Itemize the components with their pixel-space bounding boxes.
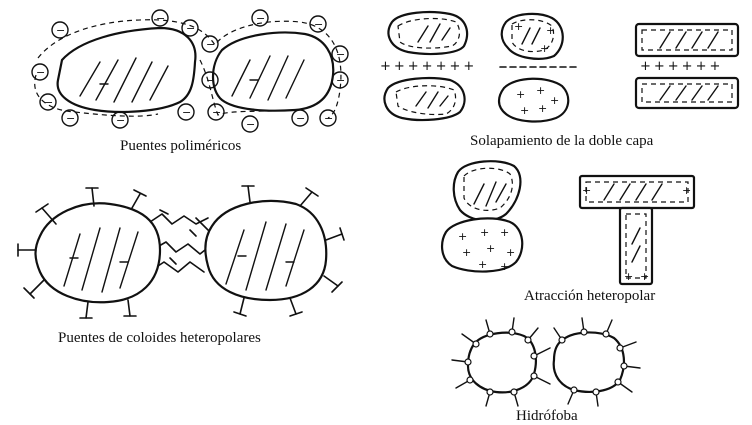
svg-text:−: −: [256, 12, 265, 25]
heteropolar-colloid-bridges-panel: Puentes de coloides heteropolares: [18, 186, 344, 346]
svg-text:−: −: [336, 74, 345, 87]
svg-text:−: −: [66, 112, 75, 125]
plate-charge-row: ++++++: [640, 59, 723, 74]
svg-text:+: +: [458, 230, 467, 243]
svg-text:+: +: [582, 184, 591, 197]
svg-text:−: −: [296, 112, 305, 125]
svg-text:+: +: [682, 184, 691, 197]
svg-text:+: +: [516, 88, 525, 101]
svg-text:−: −: [36, 66, 45, 79]
svg-text:−: −: [156, 12, 165, 25]
svg-text:−: −: [56, 24, 65, 37]
svg-text:−: −: [116, 114, 125, 127]
svg-text:+: +: [500, 226, 509, 239]
svg-text:−: −: [186, 22, 195, 35]
polymer-bridges-panel: − − − − − − − − − − − − − − − − − − Puen…: [32, 10, 348, 154]
svg-text:−: −: [182, 106, 191, 119]
polymer-bridges-caption: Puentes poliméricos: [120, 138, 241, 154]
particle: [205, 201, 326, 300]
svg-text:+: +: [462, 246, 471, 259]
heteropolar-attraction-caption: Atracción heteropolar: [524, 288, 655, 304]
svg-text:−: −: [206, 74, 215, 87]
svg-text:+: +: [640, 270, 649, 283]
plate-particle: [636, 24, 738, 56]
svg-text:+: +: [500, 260, 509, 273]
svg-text:+: +: [550, 94, 559, 107]
svg-text:+: +: [486, 242, 495, 255]
plate-particle: [636, 78, 738, 108]
svg-text:+: +: [624, 270, 633, 283]
particle: [58, 28, 196, 112]
svg-text:+: +: [520, 104, 529, 117]
particle: [36, 203, 161, 302]
svg-text:+: +: [506, 246, 515, 259]
svg-text:+: +: [540, 42, 549, 55]
positive-charge-row: +++++++: [380, 59, 477, 74]
particle: [213, 33, 333, 111]
svg-text:−: −: [246, 118, 255, 131]
svg-text:+: +: [536, 84, 545, 97]
svg-text:−: −: [206, 38, 215, 51]
svg-text:+: +: [538, 102, 547, 115]
double-layer-caption: Solapamiento de la doble capa: [470, 133, 654, 149]
double-layer-panel: +++ +++++++ +++ ++ ++++++ Solapamiento d…: [380, 12, 738, 149]
hydrophobic-caption: Hidrófoba: [516, 408, 578, 424]
svg-text:+: +: [546, 24, 555, 37]
svg-text:−: −: [212, 106, 221, 119]
hydrophobic-panel: Hidrófoba: [452, 318, 640, 424]
svg-text:−: −: [324, 112, 333, 125]
plate-particle: [580, 176, 694, 208]
svg-text:−: −: [336, 48, 345, 61]
heteropolar-attraction-panel: +++ +++ ++ ++ ++ Atracción heteropolar: [442, 161, 694, 304]
svg-text:+: +: [480, 226, 489, 239]
svg-text:+: +: [478, 258, 487, 271]
svg-text:+: +: [514, 20, 523, 33]
svg-text:−: −: [44, 96, 53, 109]
heteropolar-colloid-bridges-caption: Puentes de coloides heteropolares: [58, 330, 261, 346]
svg-text:−: −: [314, 18, 323, 31]
